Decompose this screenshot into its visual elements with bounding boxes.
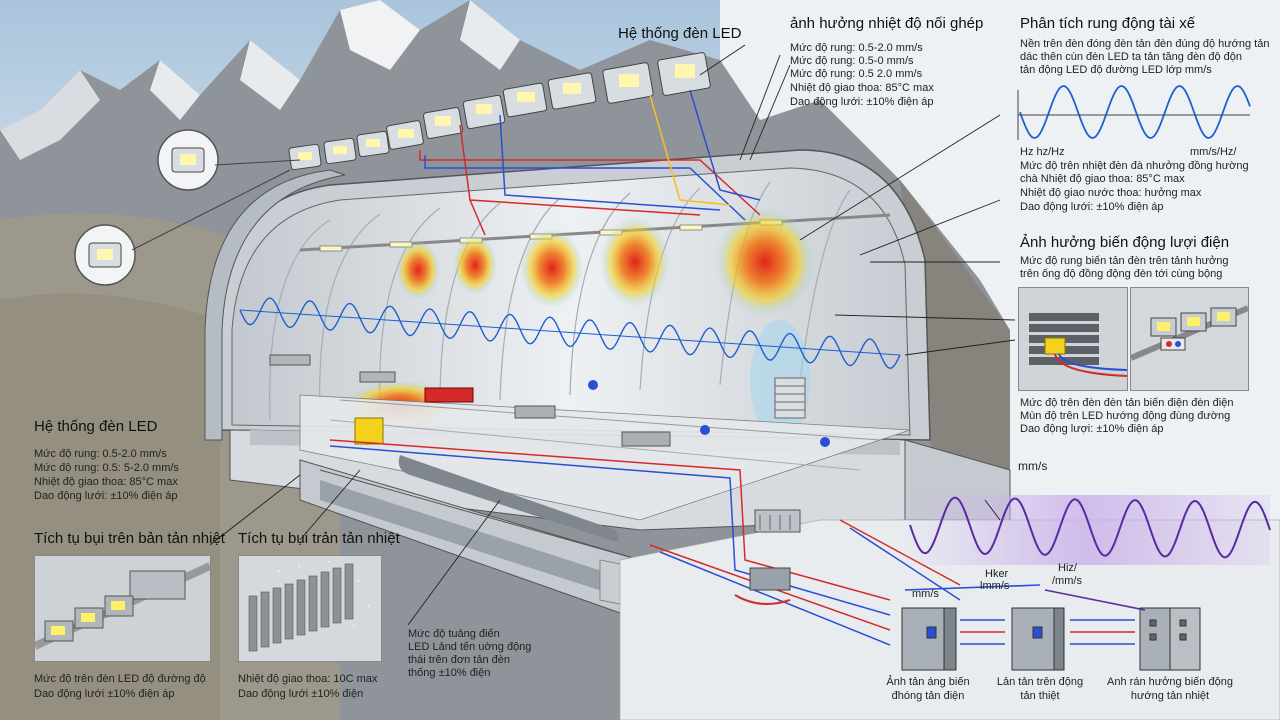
- driver-vibration-note-2: chà Nhiệt độ giao thoa: 85°C max: [1020, 173, 1185, 185]
- axis-hiz: Hiz/: [1058, 562, 1077, 574]
- dust-panel-1-line-2: Dao động lưới ±10% điện áp: [34, 688, 175, 700]
- grid-fluctuation-note-1: Mức độ trên đèn đèn tản biến điện đèn đi…: [1020, 397, 1234, 409]
- thermal-joint-line-1: Mức độ rung: 0.5-2.0 mm/s: [790, 42, 923, 54]
- cabinet-1-label-2: đhóng tản điện: [891, 690, 965, 702]
- center-note-4: thống ±10% điện: [408, 667, 491, 679]
- led-system-left-line-2: Mức độ rung: 0.5: 5-2.0 mm/s: [34, 462, 179, 474]
- driver-vibration-title: Phân tích rung động tài xế: [1020, 15, 1196, 32]
- driver-vibration-axis-right: mm/s/Hz/: [1190, 146, 1237, 158]
- dust-heatsink-panel: [238, 555, 382, 662]
- axis-hker: Hker: [985, 568, 1009, 580]
- axis-mms-c: mm/s: [912, 588, 939, 600]
- grid-fluctuation-line-1: Mức độ rung biến tản đèn trên tảnh hưởng: [1020, 255, 1229, 267]
- cabinet-2-label-1: Lản tản trên động: [996, 676, 1084, 688]
- led-system-top-title: Hệ thống đèn LED: [618, 25, 742, 42]
- dust-led-strip-panel: [33, 555, 212, 662]
- grid-vibration-wave: [909, 496, 1271, 559]
- cabinet-2-label-2: tản thiệt: [1020, 690, 1060, 702]
- led-system-left-line-1: Mức độ rung: 0.5-2.0 mm/s: [34, 448, 167, 460]
- driver-vibration-line-3: tản động LED độ đường LED lớp mm/s: [1020, 64, 1212, 76]
- led-module-panel: [1129, 287, 1250, 391]
- driver-vibration-wave: [1019, 85, 1251, 139]
- axis-mms-a: lmm/s: [980, 580, 1010, 592]
- grid-fluctuation-title: Ảnh hưởng biến động lượi điện: [1020, 234, 1230, 251]
- driver-vibration-line-2: dác thên cùn đèn LED ta tản tăng đèn độ …: [1020, 51, 1243, 63]
- center-note-3: thái trên đơn tản đèn: [408, 654, 511, 666]
- driver-vibration-note-4: Dao động lưới: ±10% điện áp: [1020, 201, 1164, 213]
- thermal-joint-line-5: Dao động lưới: ±10% điện áp: [790, 96, 934, 108]
- ceiling-led-fixtures: [288, 52, 711, 171]
- grid-fluctuation-line-2: trên ống độ đồng động đèn tới cùng bộng: [1020, 268, 1223, 280]
- cabinet-1-label-1: Ảnh tản áng biến: [886, 676, 970, 688]
- center-note-2: LED Lảnd tến uờng động: [408, 641, 532, 653]
- led-system-left-line-3: Nhiệt độ giao thoa: 85°C max: [34, 476, 178, 488]
- dust-panel-1-title: Tích tụ bụi trên bản tản nhiệt: [34, 530, 225, 547]
- heatsink-connector-panel: [1018, 287, 1128, 391]
- axis-mms-b: /mm/s: [1052, 575, 1082, 587]
- dust-panel-2-title: Tích tụ bụi trản tản nhiệt: [238, 530, 400, 547]
- led-callout-circles: [74, 129, 301, 286]
- driver-vibration-note-1: Mức độ trên nhiệt đèn đà nhưởng đồng hườ…: [1020, 160, 1249, 172]
- thermal-joint-line-2: Mức độ rung: 0.5-0 mm/s: [790, 55, 914, 67]
- dust-panel-1-line-1: Mức độ trên đèn LED độ đường độ: [34, 673, 206, 685]
- driver-vibration-axis-left: Hz hz/Hz: [1020, 146, 1065, 158]
- driver-vibration-note-3: Nhiệt độ giao nước thoa: hưởng max: [1020, 187, 1202, 199]
- thermal-joint-line-3: Mức độ rung: 0.5 2.0 mm/s: [790, 68, 923, 80]
- center-note-1: Mức độ tuảng điến: [408, 628, 500, 640]
- thermal-joint-line-4: Nhiệt độ giao thoa: 85°C max: [790, 82, 934, 94]
- mms-label-right: mm/s: [1018, 459, 1048, 473]
- cabinet-3-label-2: hướng tản nhiệt: [1130, 690, 1210, 702]
- led-system-left-title: Hệ thống đèn LED: [34, 418, 158, 435]
- led-system-left-line-4: Dao động lưới: ±10% điện áp: [34, 490, 178, 502]
- thermal-joint-title: ảnh hưởng nhiệt độ nối ghép: [790, 15, 984, 32]
- dust-panel-2-line-2: Dao động lưới ±10% điện: [238, 688, 364, 700]
- grid-fluctuation-note-3: Dao động lượi: ±10% điện áp: [1020, 423, 1164, 435]
- dust-panel-2-line-1: Nhiệt độ giao thoa: 10C max: [238, 673, 378, 685]
- power-cabinets: [901, 607, 1201, 671]
- red-driver-box: [424, 387, 474, 403]
- cabinet-3-label-1: Anh rán hưởng biến động: [1107, 676, 1233, 688]
- tunnel-vibration-wave: [239, 297, 901, 370]
- grid-fluctuation-note-2: Mùn độ trên LED hướng động đùng đường: [1020, 410, 1231, 422]
- driver-vibration-line-1: Nền trên đèn đóng đèn tản đèn đúng độ hư…: [1020, 38, 1270, 50]
